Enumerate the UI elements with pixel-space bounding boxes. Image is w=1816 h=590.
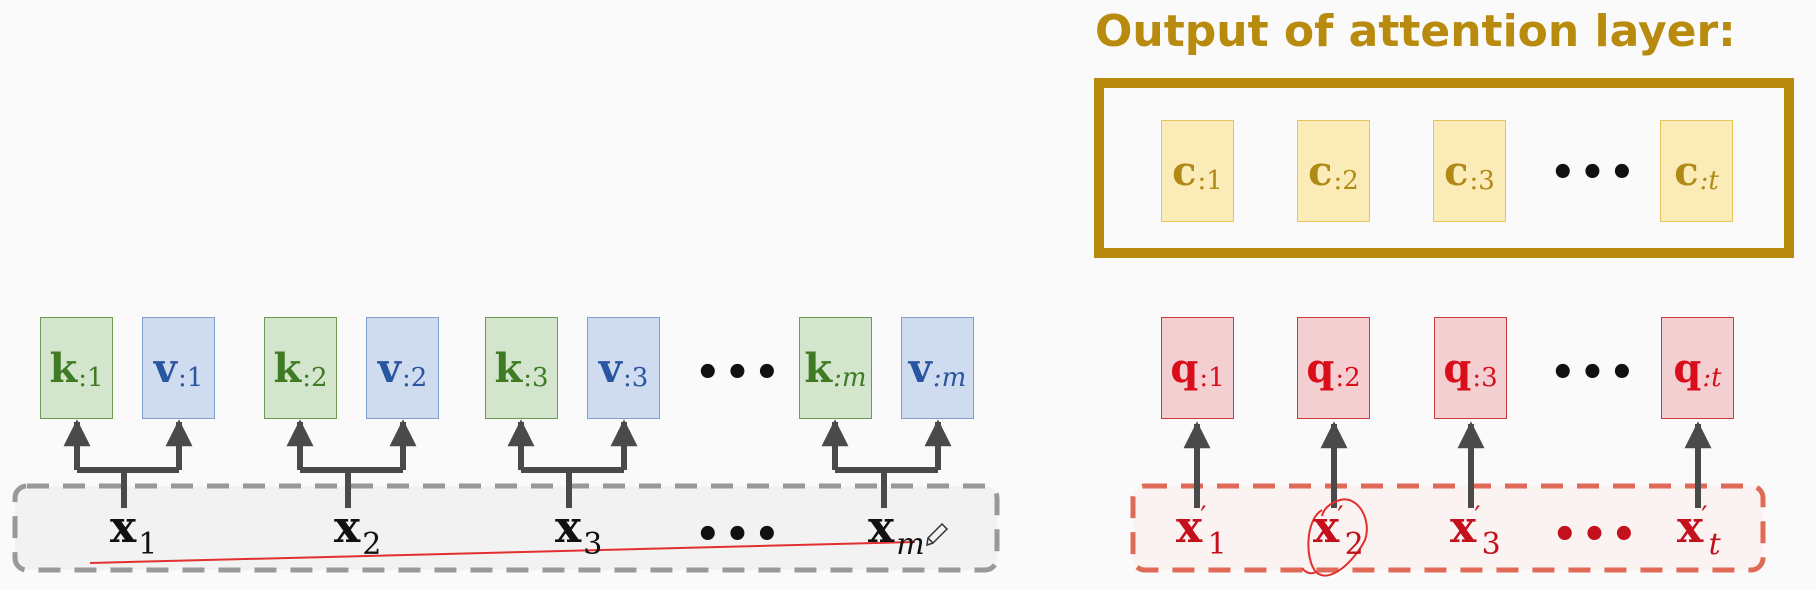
query-input-base: x [1450,502,1477,553]
input-base: x [555,502,582,553]
key-sub: :2 [302,363,328,393]
query-input-base: x [1677,502,1704,553]
key-box-km: k:m [799,317,872,419]
key-base: k [273,344,302,392]
output-sub: :3 [1469,166,1495,196]
query-box-q2: q:2 [1297,317,1370,419]
query-sub: :2 [1335,363,1361,393]
output-sub: :1 [1197,166,1223,196]
output-box-c3: c:3 [1433,120,1506,222]
query-sub: :t [1702,363,1722,393]
key-sub: :3 [523,363,549,393]
query-input-base: x [1313,502,1340,553]
input-x3: x3 [555,502,602,562]
pencil-icon [926,522,949,547]
output-box-c1: c:1 [1161,120,1234,222]
input-frame [12,483,1000,573]
query-input-xt: x′t [1677,500,1721,562]
output-sub: :t [1699,166,1719,196]
annotation-circle-x2 [1301,498,1368,577]
value-box-vm: v:m [901,317,974,419]
output-base: c [1308,147,1333,195]
query-input-x2: x′2 [1313,500,1364,562]
query-input-base: x [1176,502,1203,553]
value-sub: :2 [401,363,428,393]
query-box-q3: q:3 [1434,317,1507,419]
output-ellipsis: ••• [1550,150,1639,196]
input-xm: xm [868,502,925,562]
query-input-prime: ′ [1200,500,1207,533]
query-ellipsis: ••• [1550,350,1639,396]
query-input-sub: 3 [1481,527,1501,562]
key-box-k1: k:1 [40,317,113,419]
query-sub: :3 [1472,363,1498,393]
query-base: q [1170,344,1199,392]
value-box-v1: v:1 [142,317,215,419]
query-input-sub: 1 [1207,527,1227,562]
output-box-c2: c:2 [1297,120,1370,222]
key-sub: :m [833,363,867,393]
key-base: k [494,344,523,392]
output-title: Output of attention layer: [1095,6,1736,57]
input-x2: x2 [334,502,381,562]
input-base: x [334,502,361,553]
query-input-x1: x′1 [1176,500,1227,562]
value-sub: :1 [177,363,204,393]
value-base: v [377,344,401,392]
kv-fork-arrows [63,419,952,508]
output-base: c [1674,147,1699,195]
query-arrows [1183,421,1712,508]
output-frame [1094,78,1794,258]
query-box-q1: q:1 [1161,317,1234,419]
value-base: v [153,344,177,392]
query-input-frame [1130,483,1766,573]
value-box-v3: v:3 [587,317,660,419]
input-ellipsis: ••• [695,512,784,558]
value-box-v2: v:2 [366,317,439,419]
output-sub: :2 [1333,166,1359,196]
key-box-k2: k:2 [264,317,337,419]
value-sub: :m [932,363,967,393]
query-input-ellipsis: ••• [1552,512,1641,558]
input-x1: x1 [110,502,157,562]
query-input-prime: ′ [1701,500,1708,533]
query-input-prime: ′ [1474,500,1481,533]
key-base: k [49,344,78,392]
input-sub: 2 [362,527,382,562]
value-base: v [908,344,932,392]
output-box-ct: c:t [1660,120,1733,222]
input-sub: 1 [138,527,158,562]
kv-ellipsis: ••• [695,350,784,396]
query-input-sub: t [1708,527,1721,562]
query-sub: :1 [1199,363,1225,393]
value-sub: :3 [622,363,649,393]
query-base: q [1443,344,1472,392]
key-box-k3: k:3 [485,317,558,419]
input-base: x [110,502,137,553]
annotation-underline-inputs [89,541,916,564]
key-base: k [804,344,833,392]
query-base: q [1673,344,1702,392]
query-input-prime: ′ [1337,500,1344,533]
output-base: c [1444,147,1469,195]
input-base: x [868,502,895,553]
key-sub: :1 [78,363,104,393]
value-base: v [598,344,622,392]
output-base: c [1172,147,1197,195]
query-box-qt: q:t [1661,317,1734,419]
input-sub: m [896,527,925,562]
input-sub: 3 [583,527,603,562]
query-input-sub: 2 [1344,527,1364,562]
query-input-x3: x′3 [1450,500,1501,562]
query-base: q [1306,344,1335,392]
